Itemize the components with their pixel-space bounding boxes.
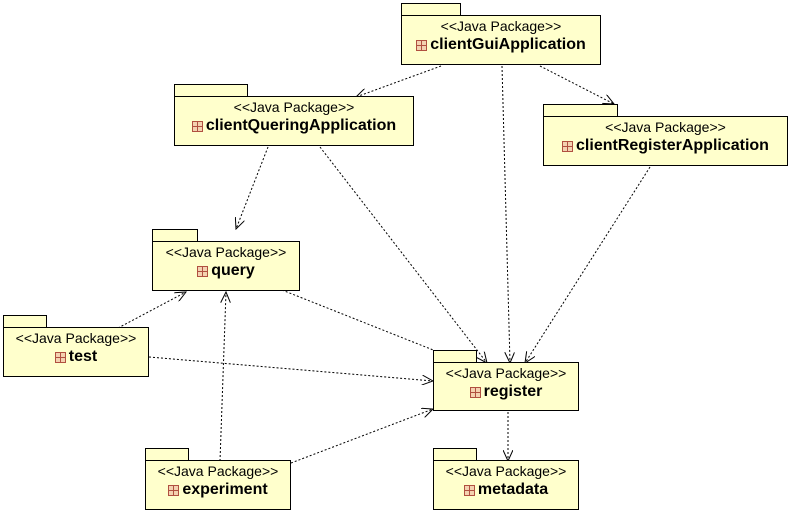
package-body: <<Java Package>> test [3,327,149,377]
package-name: clientRegisterApplication [562,136,769,156]
package-name: metadata [463,480,549,500]
package-icon [416,39,428,51]
package-body: <<Java Package>> clientRegisterApplicati… [543,116,788,166]
package-experiment[interactable]: <<Java Package>> experiment [145,448,291,510]
package-stereotype: <<Java Package>> [165,244,287,260]
package-clientRegisterApplication[interactable]: <<Java Package>> clientRegisterApplicati… [543,104,788,166]
dependency-arrow-clientGuiApplication-to-clientRegisterApplication [539,65,614,104]
package-tab [3,315,47,327]
package-name-text: query [211,262,255,279]
package-tab [401,3,461,15]
dependency-arrow-clientGuiApplication-to-register [501,65,510,363]
package-body: <<Java Package>> clientQueringApplicatio… [174,96,414,146]
package-icon [191,120,203,132]
package-name: experiment [168,480,268,500]
dependency-arrow-clientQueringApplication-to-query [236,146,269,229]
package-name: query [197,261,255,281]
package-name: clientGuiApplication [416,35,586,55]
package-name-text: clientRegisterApplication [576,137,769,154]
package-test[interactable]: <<Java Package>> test [3,315,149,377]
package-tab [174,84,248,96]
package-body: <<Java Package>> clientGuiApplication [401,15,601,65]
package-tab [145,448,189,460]
dependency-arrow-experiment-to-register [290,409,433,464]
package-stereotype: <<Java Package>> [445,365,567,381]
package-name-text: metadata [477,481,549,498]
package-name: test [54,347,98,367]
package-stereotype: <<Java Package>> [157,463,279,479]
package-icon [54,351,66,363]
dependency-arrow-experiment-to-query [219,292,226,462]
package-name: clientQueringApplication [191,116,397,136]
package-stereotype: <<Java Package>> [233,99,355,115]
package-stereotype: <<Java Package>> [440,18,562,34]
package-stereotype: <<Java Package>> [445,463,567,479]
package-stereotype: <<Java Package>> [605,119,726,135]
package-stereotype: <<Java Package>> [15,330,137,346]
dependency-arrow-clientQueringApplication-to-register [319,146,487,363]
package-icon [197,265,209,277]
package-icon [168,484,180,496]
package-tab [543,104,618,116]
package-tab [152,229,198,241]
package-name-text: register [483,383,543,400]
package-name-text: test [68,348,98,365]
package-name-text: clientGuiApplication [430,36,586,53]
package-body: <<Java Package>> query [152,241,300,291]
package-clientQueringApplication[interactable]: <<Java Package>> clientQueringApplicatio… [174,84,414,146]
package-name-text: clientQueringApplication [205,117,397,134]
package-body: <<Java Package>> experiment [145,460,291,510]
package-icon [469,386,481,398]
dependency-arrow-clientGuiApplication-to-clientQueringApplication [356,65,442,97]
package-icon [463,484,475,496]
package-tab [433,350,477,362]
package-query[interactable]: <<Java Package>> query [152,229,300,291]
dependency-arrow-test-to-query [117,292,186,329]
package-name: register [469,382,543,402]
package-clientGuiApplication[interactable]: <<Java Package>> clientGuiApplication [401,3,601,65]
dependency-arrow-test-to-register [148,356,433,381]
dependency-arrow-clientRegisterApplication-to-register [525,166,651,363]
package-name-text: experiment [182,481,268,498]
package-tab [433,448,477,460]
package-icon [562,140,574,152]
package-body: <<Java Package>> register [433,362,579,411]
package-body: <<Java Package>> metadata [433,460,579,510]
package-metadata[interactable]: <<Java Package>> metadata [433,448,579,510]
package-register[interactable]: <<Java Package>> register [433,350,579,411]
